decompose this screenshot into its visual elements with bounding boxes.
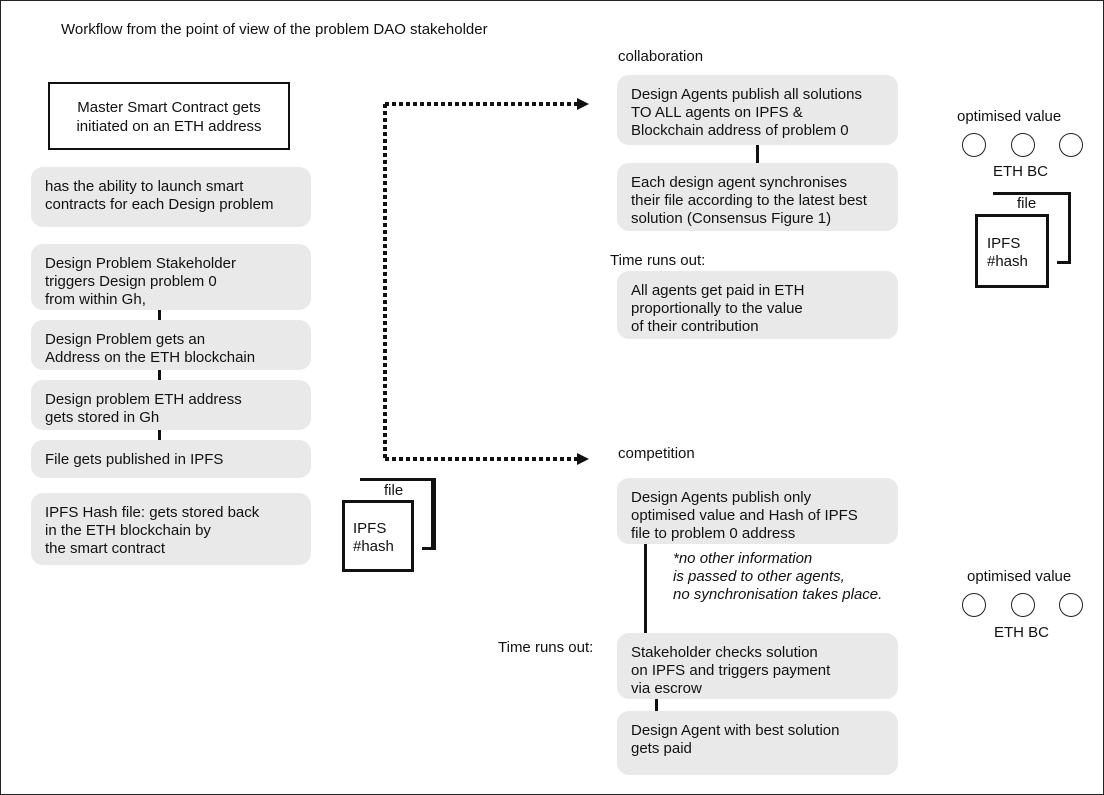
hash-stored-box: IPFS Hash file: gets stored back in the … <box>31 493 311 565</box>
file-back-edge <box>422 478 436 550</box>
trigger-problem-box: Design Problem Stakeholder triggers Desi… <box>31 244 311 310</box>
arrowhead-competition <box>577 453 589 465</box>
file-tab-label: file <box>1017 195 1037 212</box>
file-back-edge <box>1057 192 1071 264</box>
optimised-value-label: optimised value <box>957 108 1062 125</box>
connector-line <box>644 544 647 633</box>
value-node <box>1011 593 1035 617</box>
master-contract-box: Master Smart Contract gets initiated on … <box>48 82 290 150</box>
launch-contracts-box: has the ability to launch smart contract… <box>31 167 311 227</box>
collab-sync-box: Each design agent synchronises their fil… <box>617 163 898 231</box>
ipfs-file-icon: file IPFS #hash <box>342 478 436 573</box>
competition-heading: competition <box>618 445 695 462</box>
file-body-label: IPFS #hash <box>353 520 394 555</box>
value-node <box>1059 133 1083 157</box>
file-published-box: File gets published in IPFS <box>31 440 311 478</box>
collab-publish-box: Design Agents publish all solutions TO A… <box>617 75 898 145</box>
collab-paid-box: All agents get paid in ETH proportionall… <box>617 271 898 339</box>
address-stored-box: Design problem ETH address gets stored i… <box>31 380 311 430</box>
file-back-page <box>360 478 434 550</box>
collab-time-label: Time runs out: <box>610 252 706 269</box>
file-front-page: IPFS #hash <box>342 500 414 572</box>
connector-line <box>158 430 161 440</box>
file-front-page: IPFS #hash <box>975 214 1049 288</box>
collaboration-heading: collaboration <box>618 48 704 65</box>
eth-bc-label: ETH BC <box>994 624 1050 641</box>
value-node <box>962 593 986 617</box>
comp-note: *no other information is passed to other… <box>673 550 883 603</box>
dotted-arrow-collaboration <box>383 102 579 459</box>
value-node <box>962 133 986 157</box>
comp-time-label: Time runs out: <box>498 639 594 656</box>
comp-paid-box: Design Agent with best solution gets pai… <box>617 711 898 775</box>
value-node <box>1011 133 1035 157</box>
optimised-value-label: optimised value <box>967 568 1072 585</box>
comp-publish-box: Design Agents publish only optimised val… <box>617 478 898 544</box>
connector-line <box>158 310 161 320</box>
page-title: Workflow from the point of view of the p… <box>61 21 488 38</box>
eth-bc-label: ETH BC <box>993 163 1049 180</box>
connector-line <box>655 699 658 711</box>
connector-line <box>756 145 759 163</box>
file-tab-label: file <box>384 482 404 499</box>
connector-line <box>158 370 161 380</box>
file-body-label: IPFS #hash <box>987 235 1028 270</box>
value-node <box>1059 593 1083 617</box>
ipfs-file-icon: file IPFS #hash <box>975 192 1071 288</box>
arrowhead-collaboration <box>577 98 589 110</box>
comp-check-box: Stakeholder checks solution on IPFS and … <box>617 633 898 699</box>
problem-address-box: Design Problem gets an Address on the ET… <box>31 320 311 370</box>
